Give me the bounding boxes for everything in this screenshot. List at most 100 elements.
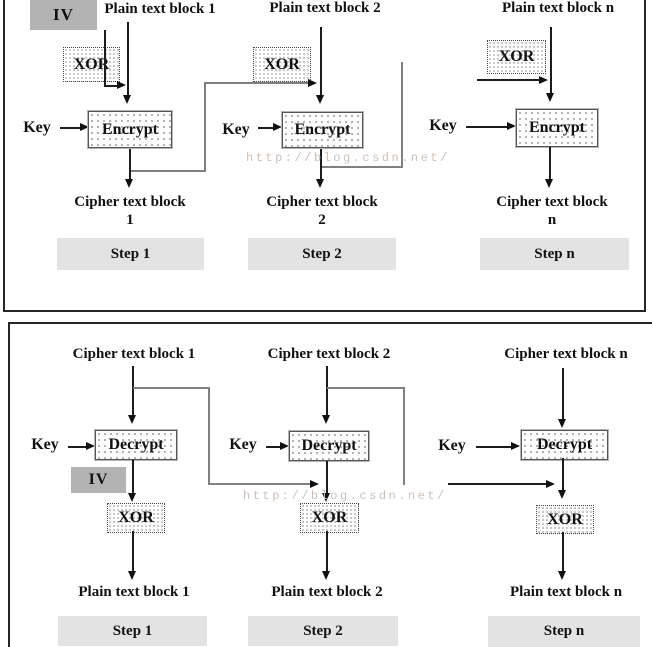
encn-xor-box: XOR	[487, 40, 546, 74]
dec2-xor-output-arrowhead	[322, 571, 330, 580]
dec-step-n-box: Step n	[488, 616, 640, 647]
dec-feedback1-hline-a	[133, 387, 210, 389]
dec-step-1-box: Step 1	[58, 616, 207, 646]
encn-output-arrowhead	[545, 179, 553, 188]
decn-xor-label: XOR	[547, 510, 583, 528]
dec2-xor-label: XOR	[311, 509, 348, 526]
dec1-xor-output-line	[132, 531, 134, 571]
enc-step-n-box: Step n	[480, 238, 629, 270]
decn-key-arrowhead	[511, 442, 520, 450]
enc2-input-arrowhead	[316, 95, 324, 104]
enc-feedback1-arrowhead	[308, 79, 317, 87]
dec2-output-arrowhead	[322, 493, 330, 502]
decn-feedback-arrowhead	[546, 480, 555, 488]
enc1-key-line	[60, 127, 81, 129]
enc2-output-line	[320, 149, 322, 180]
dec2-decrypt-box: Decrypt	[289, 431, 369, 461]
cipher1-line2: 1	[126, 212, 134, 228]
watermark-bottom: http://blog.csdn.net/	[243, 489, 447, 503]
dec1-output-arrowhead	[128, 493, 136, 502]
dec-plain-block-n-label: Plain text block n	[509, 584, 623, 600]
decn-key-line	[476, 446, 512, 448]
enc-step-2-box: Step 2	[248, 238, 396, 270]
enc-feedback2-vline	[401, 62, 403, 168]
decn-output-line	[562, 458, 564, 491]
enc-feedback1-vline	[204, 83, 206, 172]
decn-input-arrowhead	[558, 419, 566, 428]
encn-feedback-arrowhead	[539, 76, 548, 84]
dec-cipher-block-1-label: Cipher text block 1	[72, 346, 196, 362]
ciphern-line1: Cipher text block	[496, 194, 608, 210]
dec2-output-line	[326, 461, 328, 494]
encn-key-arrowhead	[507, 122, 516, 130]
dec2-key-line	[266, 446, 281, 448]
enc-step-1-label: Step 1	[110, 245, 151, 262]
enc2-xor-box: XOR	[253, 47, 311, 82]
dec1-decrypt-label: Decrypt	[108, 436, 164, 453]
dec1-xor-box: XOR	[107, 503, 165, 533]
enc-feedback2-hline	[322, 166, 403, 168]
dec2-key-label: Key	[229, 436, 257, 453]
cipher-text-block-2-label: Cipher text block 2	[254, 193, 390, 229]
enc1-xor-box: XOR	[63, 47, 120, 82]
plain-text-block-n-label: Plain text block n	[501, 0, 615, 16]
decn-xor-output-arrowhead	[558, 571, 566, 580]
enc-step-1-box: Step 1	[57, 238, 204, 270]
dec1-key-line	[68, 446, 87, 448]
enc-feedback1-hline-a	[130, 170, 206, 172]
dec1-xor-output-arrowhead	[128, 571, 136, 580]
decryption-panel-border	[8, 322, 652, 647]
dec-step-2-box: Step 2	[248, 616, 398, 646]
enc1-xor-label: XOR	[73, 55, 110, 73]
dec-step-2-label: Step 2	[303, 622, 343, 639]
dec-feedback1-arrowhead	[310, 480, 319, 488]
iv-connector-vline	[104, 30, 106, 86]
decn-input-line	[562, 368, 564, 420]
encn-key-line	[466, 126, 508, 128]
watermark-top: http://blog.csdn.net/	[246, 151, 450, 165]
enc2-encrypt-box: Encrypt	[282, 112, 363, 148]
enc2-key-arrowhead	[273, 123, 282, 131]
enc2-xor-label: XOR	[264, 55, 300, 73]
encryption-iv-label: IV	[53, 5, 74, 24]
enc1-output-line	[129, 149, 131, 180]
decn-decrypt-label: Decrypt	[536, 436, 593, 453]
enc1-encrypt-label: Encrypt	[102, 120, 158, 138]
dec-cipher-block-2-label: Cipher text block 2	[267, 346, 391, 362]
enc1-input-line	[127, 22, 129, 96]
dec1-decrypt-box: Decrypt	[95, 430, 177, 460]
dec2-xor-output-line	[326, 531, 328, 571]
dec-step-1-label: Step 1	[112, 622, 153, 639]
enc1-key-label: Key	[23, 119, 51, 136]
dec2-input-line	[326, 366, 328, 416]
enc2-key-line	[258, 127, 274, 129]
enc-step-2-label: Step 2	[302, 245, 342, 262]
plain-text-block-1-label: Plain text block 1	[104, 1, 216, 17]
dec1-xor-label: XOR	[118, 509, 154, 526]
decn-xor-output-line	[562, 532, 564, 571]
enc-feedback1-hline-b	[204, 82, 309, 84]
iv-connector-arrowhead	[117, 81, 126, 89]
decn-xor-box: XOR	[536, 505, 594, 534]
dec-feedback1-hline-b	[208, 483, 311, 485]
plain-text-block-2-label: Plain text block 2	[269, 0, 381, 16]
cipher1-line1: Cipher text block	[74, 194, 186, 210]
enc1-key-arrowhead	[80, 123, 89, 131]
dec-cipher-block-n-label: Cipher text block n	[504, 346, 628, 362]
decn-decrypt-box: Decrypt	[521, 430, 608, 460]
cipher2-line1: Cipher text block	[266, 194, 378, 210]
encn-key-label: Key	[429, 117, 457, 134]
dec-plain-block-2-label: Plain text block 2	[271, 584, 383, 600]
encn-feedback-line	[477, 79, 540, 81]
enc2-key-label: Key	[222, 121, 250, 138]
decn-feedback-line	[448, 483, 547, 485]
encn-xor-label: XOR	[498, 48, 535, 65]
encn-output-line	[549, 147, 551, 180]
enc1-input-arrowhead	[123, 95, 131, 104]
decryption-iv-box: IV	[71, 467, 126, 493]
cipher-text-block-1-label: Cipher text block 1	[62, 193, 198, 229]
encn-input-arrowhead	[546, 93, 554, 102]
ciphern-line2: n	[547, 212, 557, 228]
dec2-xor-box: XOR	[300, 503, 359, 533]
